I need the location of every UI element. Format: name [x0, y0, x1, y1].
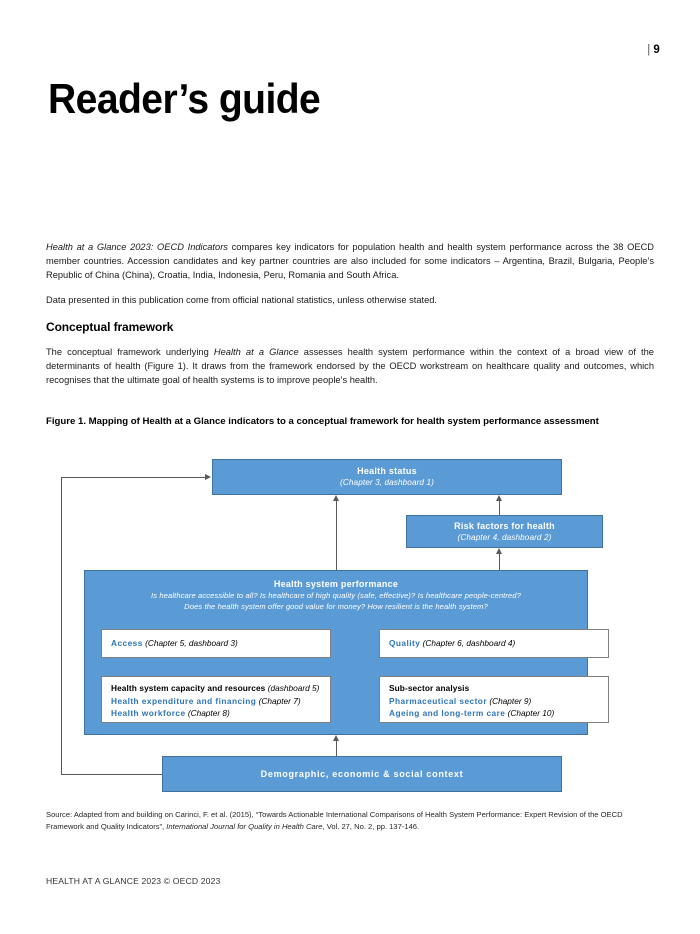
connector-left-vertical	[61, 477, 62, 775]
publication-title-italic: Health at a Glance 2023: OECD Indicators	[46, 242, 228, 252]
health-status-subtitle: (Chapter 3, dashboard 1)	[340, 478, 434, 488]
figure-caption: Figure 1. Mapping of Health at a Glance …	[46, 416, 599, 427]
page-title: Reader’s guide	[48, 75, 321, 122]
source-part-1: Source: Adapted from and building on Car…	[46, 810, 623, 831]
page-marker-bar: |	[647, 44, 651, 56]
box-risk-factors: Risk factors for health (Chapter 4, dash…	[406, 515, 603, 548]
arrow-risk-to-health-status	[495, 495, 502, 501]
source-part-2: , Vol. 27, No. 2, pp. 137-146.	[322, 821, 420, 831]
conceptual-paragraph: The conceptual framework underlying Heal…	[46, 345, 654, 388]
access-label: Access	[111, 638, 143, 649]
capacity-heading: Health system capacity and resources	[111, 683, 266, 693]
page-number: 9	[653, 44, 660, 56]
capacity-item-2-line: Health workforce (Chapter 8)	[111, 707, 322, 720]
connector-risk-to-health-status	[499, 501, 500, 515]
connector-performance-to-health-status	[336, 501, 337, 570]
page-footer: HEALTH AT A GLANCE 2023 © OECD 2023	[46, 876, 221, 886]
health-system-performance-question-1: Is healthcare accessible to all? Is heal…	[151, 591, 521, 600]
quality-reference: (Chapter 6, dashboard 4)	[422, 638, 516, 649]
box-access: Access (Chapter 5, dashboard 3)	[101, 629, 331, 658]
box-quality: Quality (Chapter 6, dashboard 4)	[379, 629, 609, 658]
section-heading-conceptual-framework: Conceptual framework	[46, 319, 174, 334]
access-line: Access (Chapter 5, dashboard 3)	[111, 637, 238, 650]
body-content: Health at a Glance 2023: OECD Indicators…	[46, 240, 654, 397]
quality-label: Quality	[389, 638, 421, 649]
capacity-item-1-line: Health expenditure and financing (Chapte…	[111, 695, 322, 708]
conceptual-text-part1: The conceptual framework underlying	[46, 346, 214, 357]
health-system-performance-question-2: Does the health system offer good value …	[184, 602, 488, 611]
intro-paragraph-1: Health at a Glance 2023: OECD Indicators…	[46, 240, 654, 283]
subsector-item-1: Pharmaceutical sector	[389, 695, 487, 706]
capacity-item-2-reference: (Chapter 8)	[187, 708, 230, 719]
box-demographic-context: Demographic, economic & social context	[162, 756, 562, 792]
subsector-item-2-line: Ageing and long-term care (Chapter 10)	[389, 707, 600, 720]
access-reference: (Chapter 5, dashboard 3)	[145, 638, 238, 649]
figure-source-note: Source: Adapted from and building on Car…	[46, 809, 656, 832]
subsector-item-2: Ageing and long-term care	[389, 708, 506, 719]
connector-context-left-horizontal	[61, 774, 162, 775]
capacity-item-1: Health expenditure and financing	[111, 695, 257, 706]
risk-factors-title: Risk factors for health	[454, 520, 555, 531]
intro-paragraph-2: Data presented in this publication come …	[46, 294, 438, 305]
capacity-heading-line: Health system capacity and resources (da…	[111, 682, 322, 695]
quality-line: Quality (Chapter 6, dashboard 4)	[389, 637, 515, 650]
framework-diagram: Health status (Chapter 3, dashboard 1) R…	[46, 452, 654, 797]
context-title: Demographic, economic & social context	[260, 769, 464, 779]
health-system-performance-title: Health system performance	[273, 579, 399, 589]
page-number-marker: |9	[647, 44, 660, 56]
capacity-item-2: Health workforce	[111, 708, 186, 719]
subsector-item-1-line: Pharmaceutical sector (Chapter 9)	[389, 695, 600, 708]
box-health-status: Health status (Chapter 3, dashboard 1)	[212, 459, 562, 495]
arrow-context-to-performance	[332, 735, 339, 741]
connector-performance-to-risk	[499, 554, 500, 570]
connector-left-top-horizontal	[61, 477, 205, 478]
conceptual-text-part2: assesses health system performance withi…	[46, 346, 654, 386]
box-health-system-capacity: Health system capacity and resources (da…	[101, 676, 331, 723]
arrow-performance-to-risk	[495, 548, 502, 554]
connector-context-to-performance	[336, 741, 337, 756]
conceptual-italic-title: Health at a Glance	[213, 346, 299, 357]
arrow-performance-to-health-status	[332, 495, 339, 501]
subsector-heading-line: Sub-sector analysis	[389, 682, 600, 695]
arrow-into-health-status-left	[205, 473, 211, 480]
capacity-heading-reference: (dashboard 5)	[267, 683, 320, 693]
subsector-item-2-reference: (Chapter 10)	[507, 708, 555, 719]
subsector-item-1-reference: (Chapter 9)	[489, 695, 532, 706]
capacity-item-1-reference: (Chapter 7)	[258, 695, 301, 706]
source-journal-name: International Journal for Quality in Hea…	[166, 821, 323, 831]
health-status-title: Health status	[357, 466, 417, 477]
box-sub-sector-analysis: Sub-sector analysis Pharmaceutical secto…	[379, 676, 609, 723]
subsector-heading: Sub-sector analysis	[389, 683, 470, 693]
risk-factors-subtitle: (Chapter 4, dashboard 2)	[457, 532, 552, 542]
intro-paragraph-1-rest: compares key indicators for population h…	[46, 242, 654, 281]
